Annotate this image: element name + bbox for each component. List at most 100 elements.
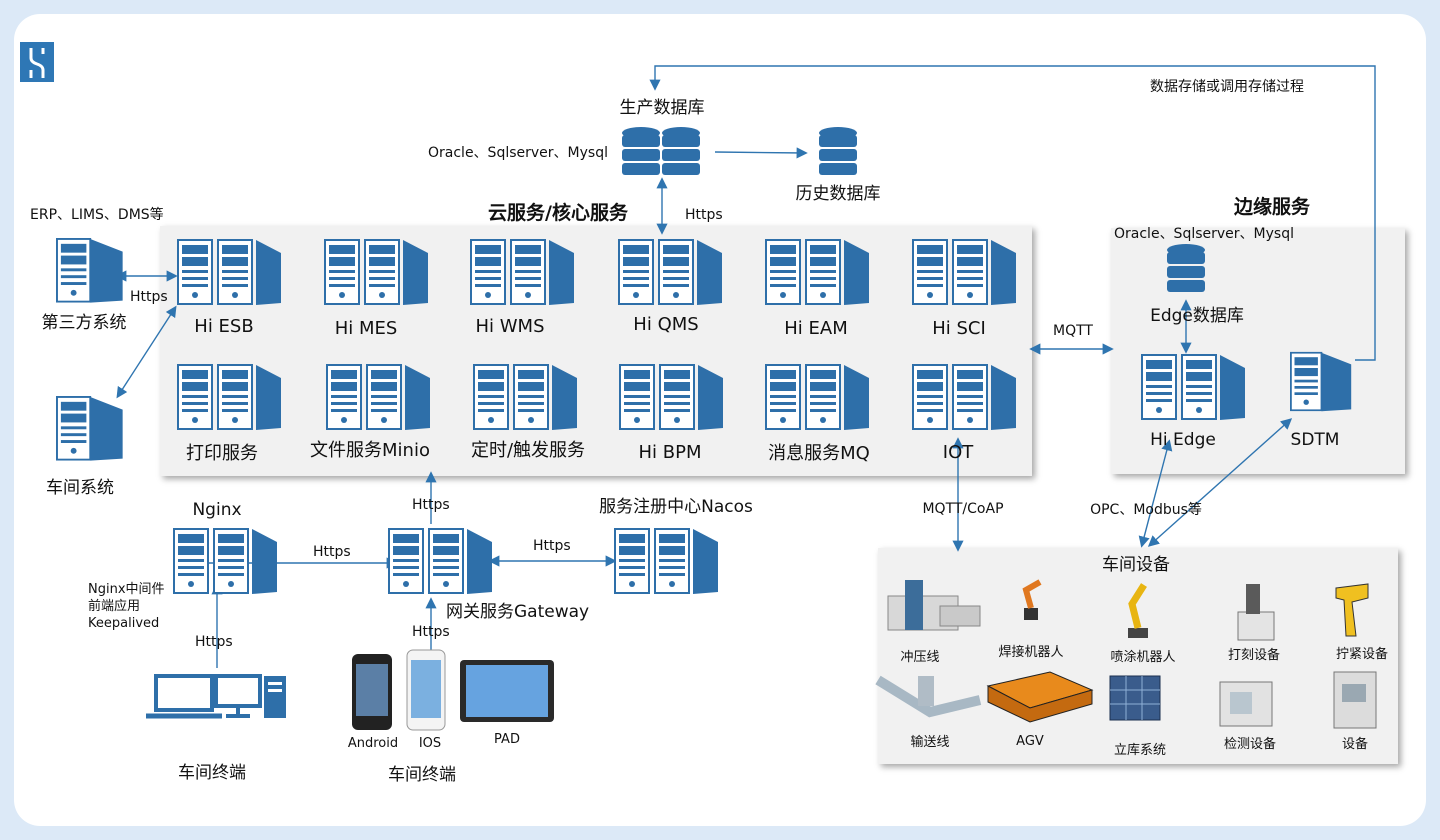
iphone-icon — [406, 649, 446, 731]
conveyor-icon — [875, 675, 982, 718]
service-label-wms: Hi WMS — [475, 316, 545, 337]
workshop-esb-line — [116, 305, 177, 399]
service-label-eam: Hi EAM — [784, 318, 848, 339]
edge-title: 边缘服务 — [1233, 196, 1311, 218]
https-esb-label: Https — [130, 289, 168, 305]
workshop-system-label: 车间系统 — [46, 478, 114, 498]
server-icon-third-party — [56, 236, 125, 309]
tightening-tool-icon — [1335, 583, 1369, 637]
service-label-esb: Hi ESB — [194, 316, 254, 337]
third-party-note: ERP、LIMS、DMS等 — [30, 207, 164, 223]
sdtm-label: SDTM — [1290, 430, 1340, 450]
nacos-label: 服务注册中心Nacos — [599, 497, 753, 517]
service-label-bpm: Hi BPM — [638, 442, 702, 463]
service-label-sci: Hi SCI — [932, 318, 986, 339]
device-label-welding: 焊接机器人 — [998, 645, 1064, 660]
https-gateway-nacos-label: Https — [533, 538, 571, 554]
opc-modbus-label: OPC、Modbus等 — [1090, 502, 1202, 518]
mqtt-coap-label: MQTT/CoAP — [922, 501, 1004, 517]
prod-database-icon — [620, 125, 708, 185]
device-label-stamping: 冲压线 — [900, 650, 940, 665]
https-mobile-label: Https — [412, 624, 450, 640]
laptop-icon — [146, 674, 222, 719]
pc-tower-icon — [264, 676, 286, 718]
device-label-conveyor: 输送线 — [910, 735, 950, 750]
service-label-minio: 文件服务Minio — [310, 440, 430, 461]
android-phone-icon — [352, 654, 392, 730]
server-icon-gateway — [388, 526, 494, 600]
terminal-mobile-label: 车间终端 — [388, 765, 456, 785]
server-icon-wms — [470, 237, 576, 311]
gateway-label: 网关服务Gateway — [446, 602, 590, 622]
painting-robot-icon — [1128, 583, 1148, 638]
desktop-monitor-icon — [214, 674, 262, 718]
server-icon-hi-edge — [1141, 352, 1247, 426]
cloud-title: 云服务/核心服务 — [488, 202, 628, 224]
history-database-icon — [817, 125, 861, 185]
https-nginx-gateway-label: Https — [313, 544, 351, 560]
edge-db-types: Oracle、Sqlserver、Mysql — [1114, 226, 1294, 242]
server-icon-minio — [326, 362, 432, 436]
stamping-line-icon — [887, 580, 981, 631]
devices-title: 车间设备 — [1102, 555, 1170, 575]
prod-db-label: 生产数据库 — [619, 98, 705, 118]
device-label-painting: 喷涂机器人 — [1110, 650, 1176, 665]
https-pc-label: Https — [195, 634, 233, 650]
edge-database-icon — [1165, 242, 1209, 302]
service-label-timer: 定时/触发服务 — [470, 440, 586, 461]
welding-robot-icon — [1022, 579, 1042, 620]
server-icon-sci — [912, 237, 1018, 311]
storage-loop-line — [649, 65, 1376, 361]
server-icon-mes — [324, 237, 430, 311]
terminal-pc-label: 车间终端 — [178, 763, 246, 783]
device-label-equipment: 设备 — [1341, 737, 1369, 752]
android-label: Android — [347, 736, 399, 751]
device-label-agv: AGV — [1016, 734, 1044, 749]
server-icon-nacos — [614, 526, 720, 600]
ios-label: IOS — [418, 736, 442, 751]
server-icon-print — [177, 362, 283, 436]
hi-edge-label: Hi Edge — [1150, 430, 1216, 450]
edge-db-label: Edge数据库 — [1150, 306, 1244, 326]
nginx-note-2: 前端应用 — [88, 599, 141, 614]
third-party-label: 第三方系统 — [41, 313, 127, 333]
marking-device-icon — [1237, 584, 1275, 641]
service-label-mes: Hi MES — [334, 318, 398, 339]
device-label-inspection: 检测设备 — [1223, 737, 1277, 752]
nginx-note-3: Keepalived — [88, 616, 160, 631]
cloud-services-panel — [160, 226, 1032, 476]
history-db-label: 历史数据库 — [795, 184, 881, 204]
prod-to-history-line — [714, 147, 808, 159]
server-icon-qms — [618, 237, 724, 311]
workshop-devices-panel — [878, 548, 1398, 764]
db-types-label: Oracle、Sqlserver、Mysql — [428, 145, 608, 161]
service-label-print: 打印服务 — [186, 443, 258, 464]
device-label-marking: 打刻设备 — [1227, 648, 1281, 663]
agv-icon — [986, 671, 1094, 723]
tablet-icon — [460, 660, 554, 722]
server-icon-iot — [912, 362, 1018, 436]
service-label-qms: Hi QMS — [633, 314, 699, 335]
server-icon-eam — [765, 237, 871, 311]
https-gateway-cloud-label: Https — [412, 497, 450, 513]
company-logo-icon — [20, 42, 54, 82]
warehouse-system-icon — [1109, 675, 1161, 721]
device-label-tightening: 拧紧设备 — [1335, 647, 1389, 662]
device-label-warehouse: 立库系统 — [1113, 743, 1167, 758]
server-icon-mq — [765, 362, 871, 436]
nginx-note-1: Nginx中间件 — [88, 582, 165, 597]
pad-label: PAD — [494, 732, 520, 747]
server-icon-timer — [473, 362, 579, 436]
nginx-label: Nginx — [192, 500, 242, 520]
inspection-device-icon — [1219, 681, 1273, 727]
sdtm-devices-line — [1147, 418, 1293, 547]
storage-note-label: 数据存储或调用存储过程 — [1150, 79, 1304, 95]
server-icon-nginx — [173, 526, 279, 600]
mqtt-label: MQTT — [1053, 323, 1093, 339]
service-label-iot: IOT — [942, 442, 974, 463]
service-label-mq: 消息服务MQ — [768, 443, 870, 464]
server-icon-esb — [177, 237, 283, 311]
